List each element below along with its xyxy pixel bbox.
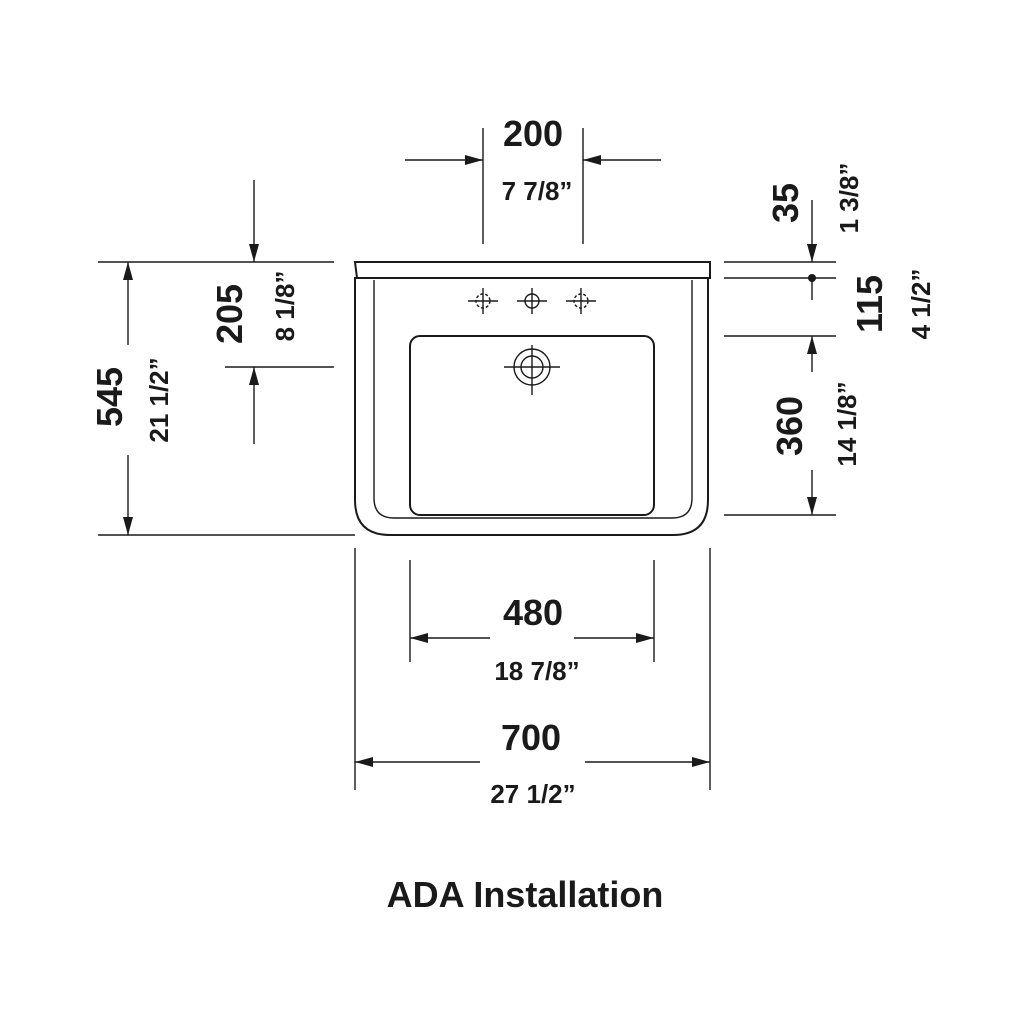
basin-width-mm: 480 bbox=[503, 592, 563, 633]
drawing-caption: ADA Installation bbox=[387, 874, 664, 915]
total-width-inch: 27 1/2” bbox=[490, 779, 575, 809]
sink-body bbox=[353, 261, 711, 536]
dimension-depth-to-tap: 205 8 1/8” bbox=[209, 180, 334, 444]
rim-height-inch: 1 3/8” bbox=[834, 163, 864, 234]
basin-depth-inch: 14 1/8” bbox=[832, 381, 862, 466]
dimension-basin-width: 480 18 7/8” bbox=[409, 560, 655, 686]
rim-to-basin-inch: 4 1/2” bbox=[906, 269, 936, 340]
total-depth-mm: 545 bbox=[89, 367, 130, 427]
dimension-rim-to-basin: 115 4 1/2” bbox=[724, 269, 936, 372]
drain-icon bbox=[504, 345, 560, 395]
tap-spacing-inch: 7 7/8” bbox=[502, 176, 573, 206]
basin bbox=[409, 335, 655, 516]
dimension-total-depth: 545 21 1/2” bbox=[89, 261, 355, 536]
sink-outline bbox=[353, 261, 711, 536]
tap-hole-left-icon bbox=[468, 288, 498, 314]
dimension-basin-depth: 360 14 1/8” bbox=[724, 381, 862, 516]
tap-spacing-mm: 200 bbox=[503, 113, 563, 154]
basin-width-inch: 18 7/8” bbox=[494, 656, 579, 686]
dimension-total-width: 700 27 1/2” bbox=[354, 548, 711, 809]
basin-depth-mm: 360 bbox=[769, 396, 810, 456]
total-depth-inch: 21 1/2” bbox=[144, 357, 174, 442]
depth-to-tap-inch: 8 1/8” bbox=[270, 271, 300, 342]
sink-inner-rim bbox=[373, 280, 693, 519]
rim-height-mm: 35 bbox=[765, 183, 806, 223]
tap-hole-center-icon bbox=[517, 288, 547, 314]
dimension-rim-height: 35 1 3/8” bbox=[724, 163, 864, 282]
rim-to-basin-mm: 115 bbox=[849, 275, 890, 333]
tap-hole-right-icon bbox=[566, 288, 596, 314]
dimension-tap-spacing: 200 7 7/8” bbox=[405, 113, 661, 244]
total-width-mm: 700 bbox=[501, 717, 561, 758]
depth-to-tap-mm: 205 bbox=[209, 284, 250, 344]
